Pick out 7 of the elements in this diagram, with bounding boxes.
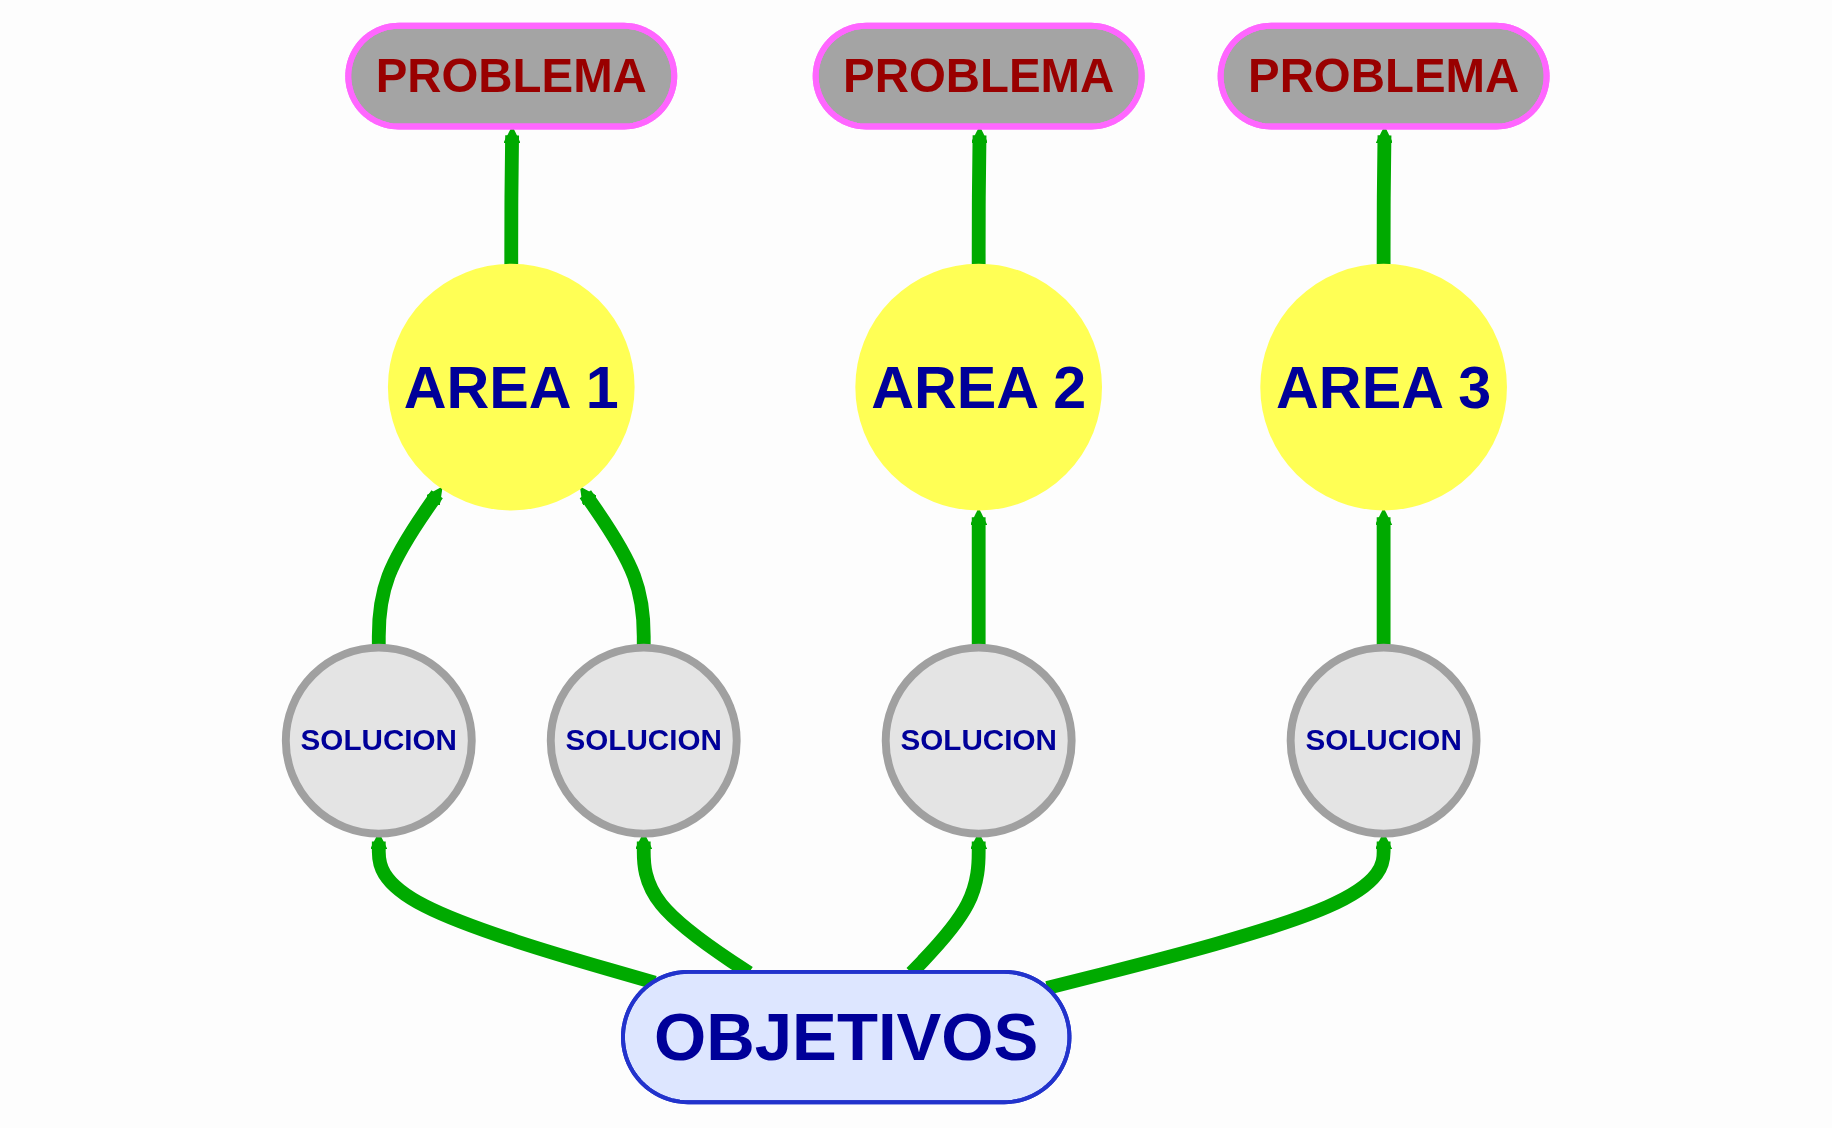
node-circle: AREA 2 xyxy=(855,263,1102,511)
node-circle: SOLUCION xyxy=(546,643,741,838)
node-circle: AREA 3 xyxy=(1260,263,1507,511)
node-circle: SOLUCION xyxy=(881,643,1076,838)
node-circle: SOLUCION xyxy=(1286,643,1481,838)
node-circle: SOLUCION xyxy=(281,643,476,838)
node-circle: AREA 1 xyxy=(387,263,635,511)
